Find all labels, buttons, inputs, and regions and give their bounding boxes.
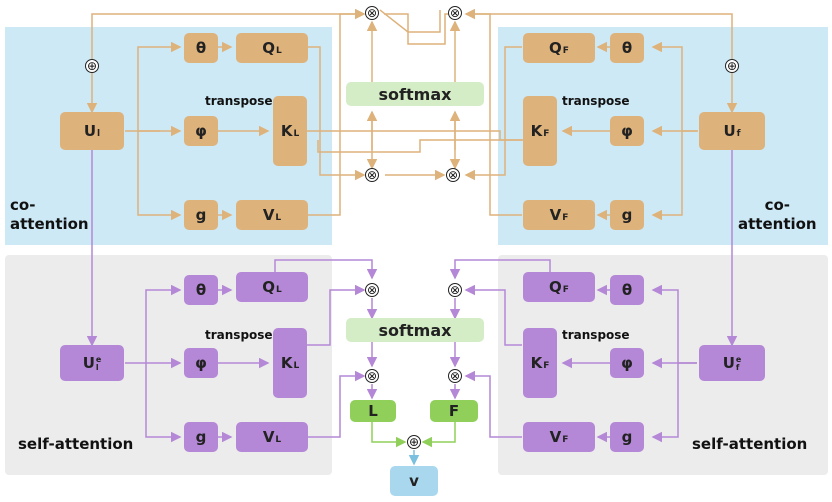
g-node-tr: g — [610, 200, 644, 230]
multiply-icon-top-right: ⊗ — [448, 6, 462, 20]
phi-node-tr: φ — [610, 116, 644, 146]
multiply-icon-self-v-left: ⊗ — [365, 369, 379, 383]
multiply-icon-self-v-right: ⊗ — [448, 369, 462, 383]
phi-node-tl: φ — [184, 116, 218, 146]
multiply-icon-top-left: ⊗ — [365, 6, 379, 20]
theta-node-tr: θ — [610, 33, 644, 63]
self-attention-label-left: self-attention — [18, 435, 134, 453]
l-output-node: L — [350, 400, 396, 422]
g-node-bl: g — [184, 422, 218, 452]
f-output-node: F — [430, 400, 478, 422]
theta-node-br: θ — [610, 275, 644, 305]
add-icon-right: ⊕ — [725, 59, 739, 73]
theta-node-tl: θ — [184, 33, 218, 63]
phi-node-br: φ — [610, 348, 644, 378]
phi-node-bl: φ — [184, 348, 218, 378]
transpose-label-tr: transpose — [562, 94, 630, 108]
theta-node-bl: θ — [184, 275, 218, 305]
self-attention-label-right: self-attention — [692, 435, 808, 453]
transpose-label-br: transpose — [562, 328, 630, 342]
softmax-bottom: softmax — [346, 318, 484, 342]
g-node-tl: g — [184, 200, 218, 230]
g-node-br: g — [610, 422, 644, 452]
multiply-icon-mid-left: ⊗ — [365, 168, 379, 182]
multiply-icon-self-q-right: ⊗ — [448, 283, 462, 297]
add-icon-left: ⊕ — [85, 59, 99, 73]
transpose-label-bl: transpose — [205, 328, 273, 342]
v-output-node: v — [390, 466, 438, 496]
softmax-top: softmax — [346, 82, 484, 106]
transpose-label-tl: transpose — [205, 94, 273, 108]
co-attention-label-left: co- attention — [10, 196, 89, 233]
add-icon-output: ⊕ — [407, 435, 421, 449]
co-attention-label-right: co- attention — [738, 196, 817, 233]
multiply-icon-self-q-left: ⊗ — [365, 283, 379, 297]
multiply-icon-mid-right: ⊗ — [446, 168, 460, 182]
